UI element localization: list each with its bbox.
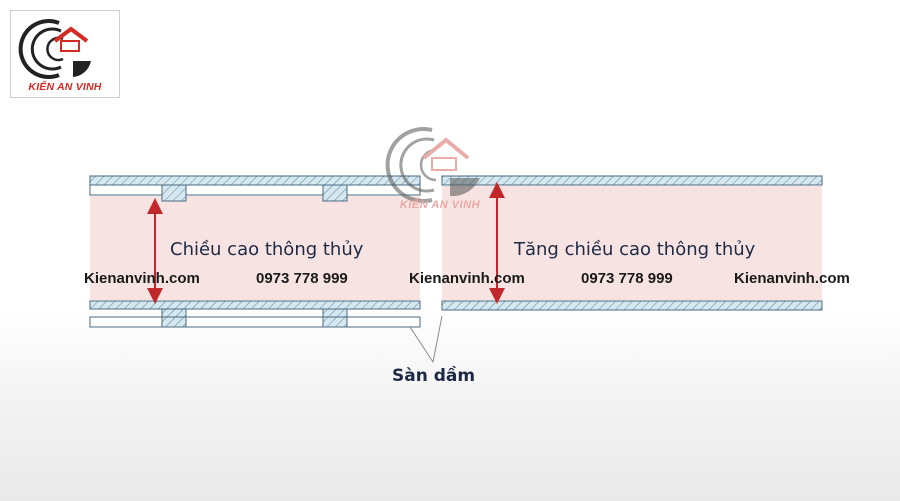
right-panel-label: Tăng chiều cao thông thủy bbox=[514, 239, 756, 260]
watermark-emblem-icon bbox=[385, 127, 480, 203]
right-top-slab bbox=[441, 175, 823, 186]
watermark-website-2: Kienanvinh.com bbox=[409, 270, 525, 287]
watermark-website-3: Kienanvinh.com bbox=[734, 270, 850, 287]
watermark-logo-text: KIẾN AN VINH bbox=[399, 199, 481, 211]
left-top-slab bbox=[89, 175, 421, 202]
right-room-area bbox=[442, 186, 822, 300]
left-bottom-slab bbox=[89, 300, 421, 328]
left-room-area bbox=[90, 196, 420, 300]
logo-emblem-icon bbox=[18, 19, 91, 79]
right-bottom-slab bbox=[441, 300, 823, 311]
caption-pointer-lines bbox=[409, 315, 443, 364]
left-panel-label: Chiều cao thông thủy bbox=[170, 239, 364, 260]
watermark-website-1: Kienanvinh.com bbox=[84, 270, 200, 287]
logo: KIẾN AN VINH bbox=[10, 10, 120, 98]
logo-text: KIẾN AN VINH bbox=[28, 81, 102, 93]
watermark-phone-1: 0973 778 999 bbox=[256, 270, 348, 287]
watermark-phone-2: 0973 778 999 bbox=[581, 270, 673, 287]
caption-san-dam: Sàn dầm bbox=[392, 366, 476, 386]
